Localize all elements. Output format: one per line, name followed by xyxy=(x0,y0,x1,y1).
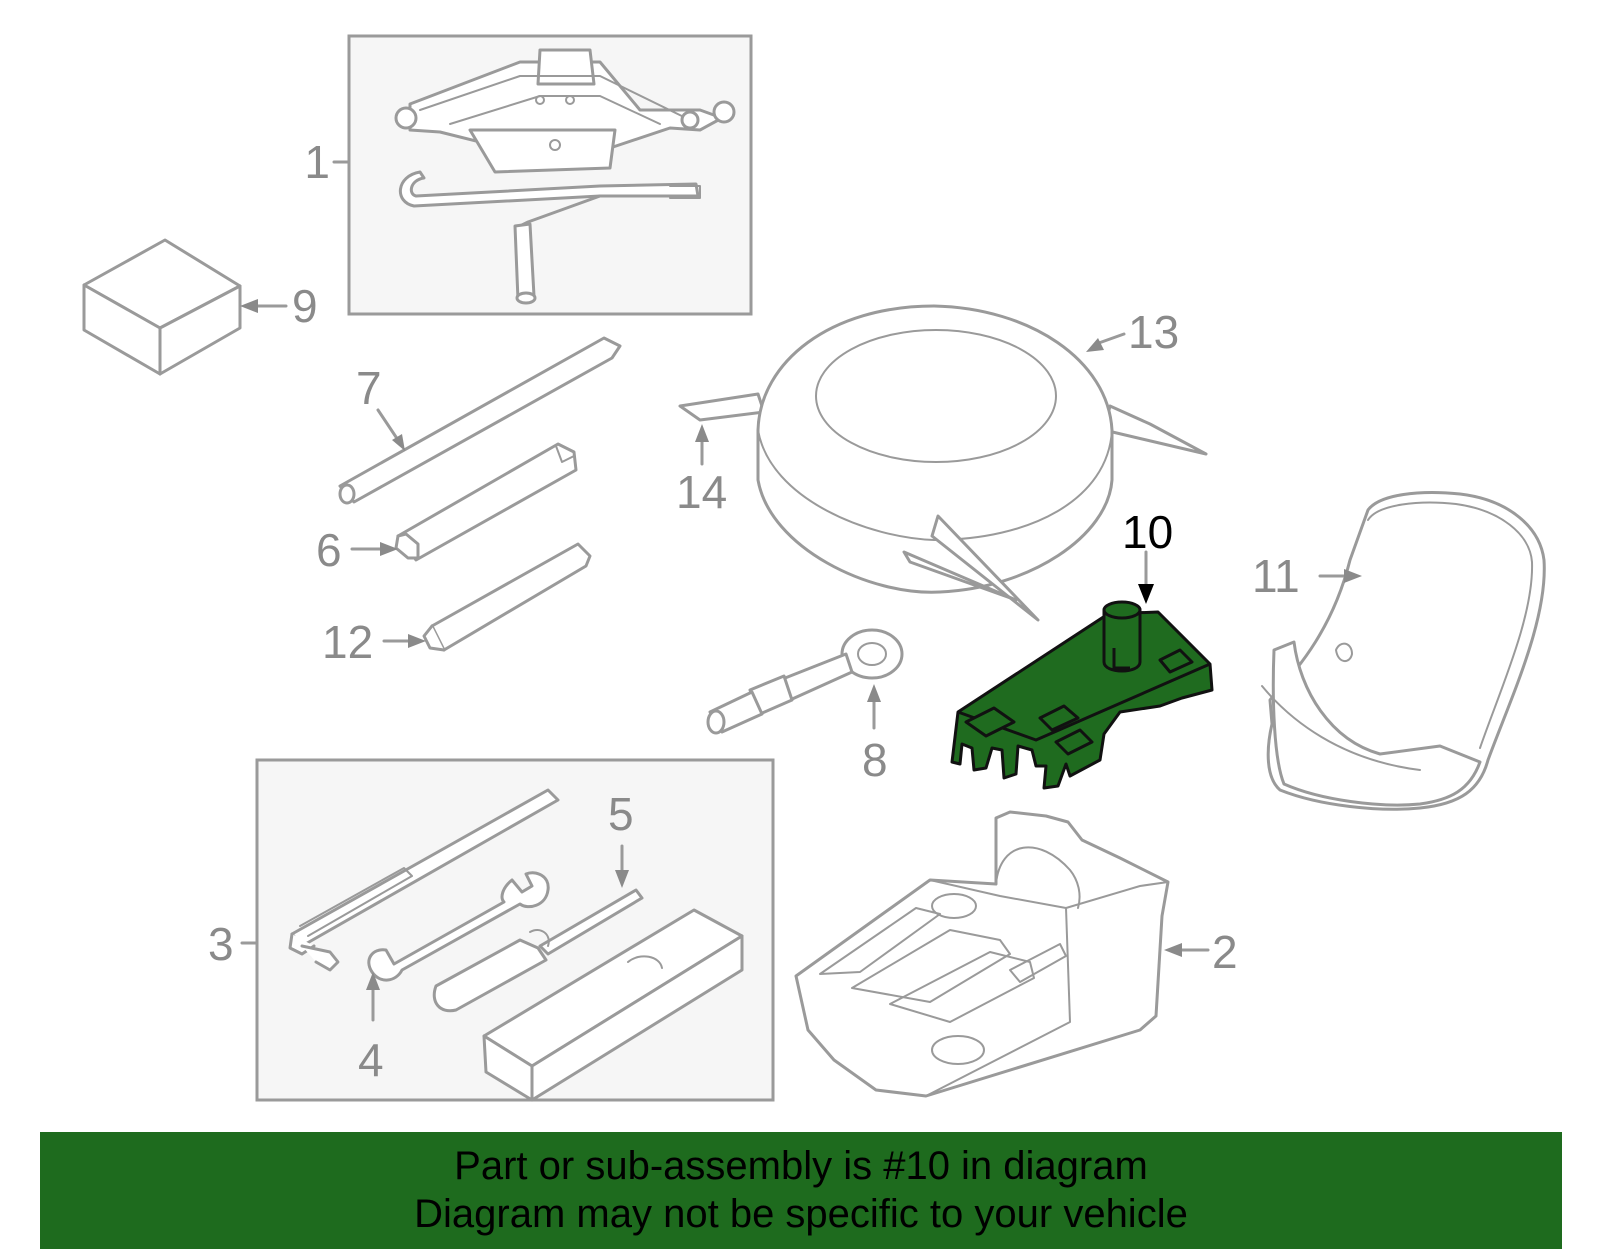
arrow-9 xyxy=(240,299,258,313)
banner-line-2: Diagram may not be specific to your vehi… xyxy=(414,1192,1188,1236)
callout-10: 10 xyxy=(1122,506,1173,558)
part-6-extension: 6 xyxy=(316,442,578,576)
info-banner: Part or sub-assembly is #10 in diagram D… xyxy=(40,1132,1562,1249)
part-11-cover: 11 xyxy=(1252,491,1546,811)
callout-4: 4 xyxy=(358,1034,384,1086)
part-3-tool-kit: 3 4 5 xyxy=(208,758,775,1102)
arrow-14 xyxy=(695,424,709,442)
callout-3: 3 xyxy=(208,918,234,970)
callout-11: 11 xyxy=(1252,550,1300,602)
part-8-tow-eye: 8 xyxy=(706,628,904,786)
jack-handle-drawing xyxy=(398,170,701,305)
leader-7 xyxy=(376,408,400,442)
part-9-cube: 9 xyxy=(82,238,318,376)
arrow-2 xyxy=(1164,943,1182,957)
part-10-highlighted-tray[interactable]: 10 xyxy=(950,506,1214,790)
part-13-spare-tire: 13 14 xyxy=(676,304,1208,622)
callout-8: 8 xyxy=(862,734,888,786)
part-12-bar: 12 xyxy=(322,542,592,668)
leader-13 xyxy=(1094,332,1126,346)
arrow-10 xyxy=(1138,584,1154,604)
arrow-6 xyxy=(380,542,398,556)
callout-7: 7 xyxy=(356,362,382,414)
callout-9: 9 xyxy=(292,280,318,332)
callout-12: 12 xyxy=(322,616,373,668)
callout-13: 13 xyxy=(1128,306,1179,358)
arrow-13 xyxy=(1086,338,1104,352)
part-1-jack-kit: 1 xyxy=(304,34,753,316)
callout-2: 2 xyxy=(1212,926,1238,978)
part-7-rod: 7 xyxy=(338,336,622,505)
callout-1: 1 xyxy=(304,136,330,188)
part-2-foam-tray: 2 xyxy=(794,810,1238,1098)
arrow-5 xyxy=(615,870,629,888)
arrow-7 xyxy=(392,434,405,451)
arrow-8 xyxy=(867,684,881,702)
callout-14: 14 xyxy=(676,466,727,518)
arrow-4 xyxy=(366,972,380,990)
scissor-jack-drawing xyxy=(394,48,736,174)
arrow-11 xyxy=(1344,569,1362,583)
callout-5: 5 xyxy=(608,788,634,840)
banner-line-1: Part or sub-assembly is #10 in diagram xyxy=(454,1144,1148,1188)
part-14-strap xyxy=(678,392,766,422)
arrow-12 xyxy=(408,634,426,648)
callout-6: 6 xyxy=(316,524,342,576)
